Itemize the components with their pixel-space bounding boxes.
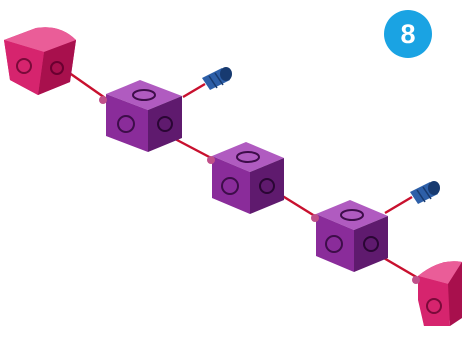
curved-wedge-connector-top-left xyxy=(4,27,76,96)
step-number: 8 xyxy=(400,18,416,49)
cube-connector-2 xyxy=(207,142,284,214)
guide-line-cube-3-to-pin-2 xyxy=(384,195,413,215)
cube-connector-1 xyxy=(99,80,182,152)
guide-line-cube-1-to-pin-1 xyxy=(182,82,206,99)
blue-pin-1 xyxy=(202,67,232,90)
step-number-badge: 8 xyxy=(384,10,432,58)
guide-line-wedge-to-cube-1 xyxy=(67,71,109,101)
curved-wedge-connector-bottom-right xyxy=(412,261,462,326)
blue-pin-2 xyxy=(410,181,440,204)
cube-connector-3 xyxy=(311,200,388,272)
